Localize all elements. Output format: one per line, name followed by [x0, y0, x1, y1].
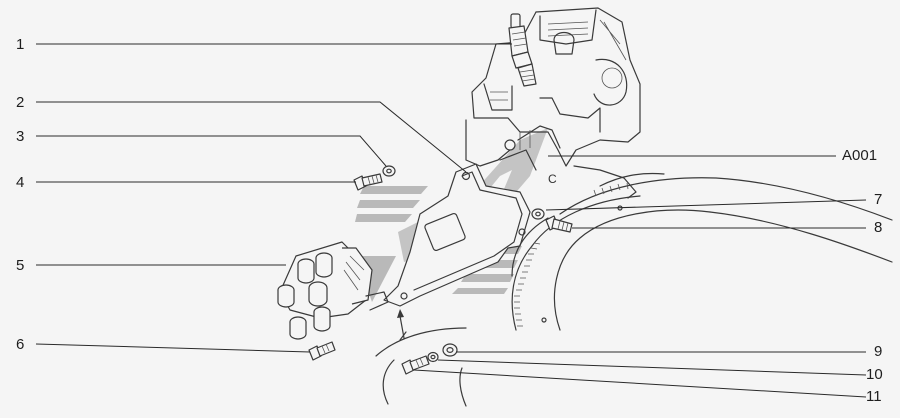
callout-4: 4 [16, 174, 25, 191]
callout-1: 1 [16, 36, 25, 53]
callout-10: 10 [866, 366, 883, 383]
callout-5: 5 [16, 257, 25, 274]
flywheel [511, 172, 893, 331]
callout-7: 7 [874, 191, 883, 208]
engine-block: C [465, 7, 641, 199]
assembly-arrow [397, 309, 405, 339]
part-8-bolt [545, 215, 573, 233]
part-3-washer [382, 165, 396, 177]
distributor-bracket [383, 149, 537, 307]
lower-arcs [375, 327, 467, 407]
callout-2: 2 [16, 94, 25, 111]
callout-3: 3 [16, 128, 25, 145]
part-9-washer [442, 343, 458, 357]
distributor [277, 241, 389, 340]
callout-6: 6 [16, 336, 25, 353]
leader-lines [35, 43, 867, 398]
callout-8: 8 [874, 219, 883, 236]
part-7-washer [531, 208, 545, 220]
part-11-bolt [401, 355, 430, 375]
callout-9: 9 [874, 343, 883, 360]
spark-plug [508, 13, 537, 87]
marker-letter: C [548, 172, 557, 186]
part-4-bolt [353, 173, 383, 191]
callout-11: 11 [866, 388, 882, 405]
part-10-washer [427, 351, 439, 363]
callout-a001: A001 [842, 147, 878, 164]
part-6-bolt [308, 341, 336, 361]
